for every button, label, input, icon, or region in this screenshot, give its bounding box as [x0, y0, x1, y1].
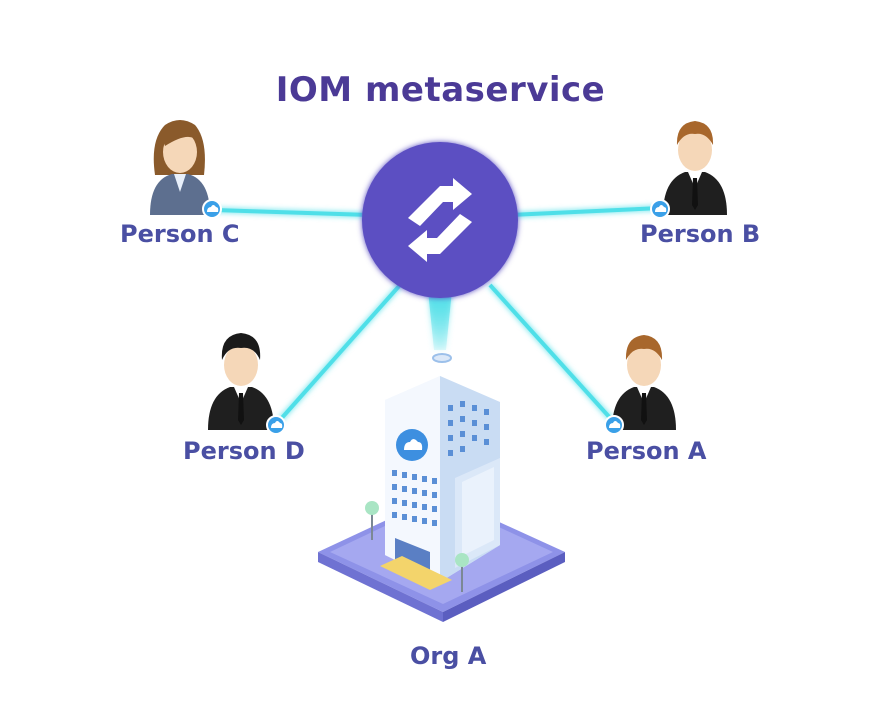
cloud-badge-icon — [202, 199, 222, 219]
cloud-badge-icon — [604, 415, 624, 435]
person-b-label: Person B — [640, 220, 761, 248]
connector-person-d — [278, 283, 402, 422]
connector-person-a — [488, 283, 614, 422]
person-a-avatar — [612, 335, 676, 430]
person-c-label: Person C — [120, 220, 240, 248]
connector-org-a — [428, 290, 452, 350]
person-d-avatar — [208, 333, 274, 430]
swap-arrows-icon — [408, 178, 472, 262]
person-b-avatar — [663, 121, 727, 215]
connector-person-c — [214, 208, 371, 217]
diagram-title: IOM metaservice — [275, 70, 606, 110]
cloud-badge-icon — [266, 415, 286, 435]
cloud-badge-icon — [650, 199, 670, 219]
person-a-label: Person A — [586, 437, 707, 465]
person-c-avatar — [150, 120, 210, 215]
org-a-label: Org A — [410, 642, 487, 670]
hub-node — [362, 142, 518, 298]
connector-person-b — [509, 206, 661, 217]
connector-lines — [214, 206, 661, 422]
office-building-icon — [318, 353, 565, 622]
person-d-label: Person D — [183, 437, 305, 465]
